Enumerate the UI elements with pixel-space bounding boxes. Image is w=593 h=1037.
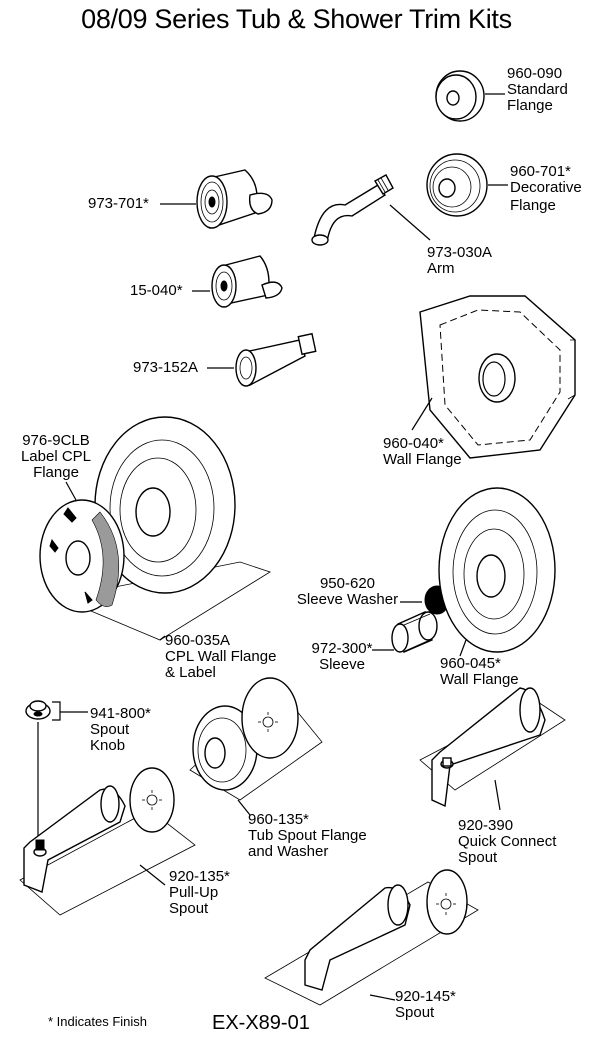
part-description: Quick Connect [458,833,557,850]
part-description: Flange [33,464,79,481]
part-description: Knob [90,737,126,754]
part-number: 920-145* [395,988,456,1005]
part-960-135-label: 960-135* Tub Spout Flange and Washer [248,812,367,860]
part-960-701-label: 960-701* Decorative Flange [510,164,582,214]
part-number: 960-035A [165,632,231,649]
part-number: 15-040* [130,282,183,299]
part-number: 973-030A [427,244,493,261]
part-number: 960-701* [510,163,571,180]
part-number: 972-300* [311,640,373,657]
document-code: EX-X89-01 [212,1012,310,1034]
part-description: and Washer [248,843,329,860]
part-number: 960-090 [507,65,563,82]
shower-head-973-152a-drawing [207,332,317,387]
part-description: Flange [507,97,553,114]
part-description: Spout [169,900,209,917]
part-number: 960-040* [383,435,444,452]
part-920-390-label: 920-390 Quick Connect Spout [458,818,556,866]
part-number: 920-135* [169,868,230,885]
spout-knob-drawing [25,700,88,840]
part-number: 960-045* [440,655,501,672]
part-description: Spout [458,849,498,866]
shower-head-973-701-drawing [160,169,273,229]
part-960-035a-label: 960-035A CPL Wall Flange & Label [165,633,276,681]
shower-arm-drawing [311,174,431,246]
part-description: Arm [427,260,455,277]
sleeve-drawing [372,611,438,653]
part-number: 973-152A [133,359,199,376]
part-972-300-label: 972-300* Sleeve [300,641,384,673]
part-description: Spout [395,1004,435,1021]
part-description: Wall Flange [383,451,462,468]
part-description: Pull-Up [169,884,219,901]
part-description: & Label [165,664,216,681]
part-960-090-label: 960-090 Standard Flange [507,66,568,114]
part-920-145-label: 920-145* Spout [395,989,456,1021]
quick-connect-spout-drawing [419,687,566,811]
decorative-flange-drawing [426,153,508,217]
part-960-045-label: 960-045* Wall Flange [440,656,519,688]
spout-920-145-drawing [264,869,479,1006]
part-number: 960-135* [248,811,309,828]
part-description: Sleeve [319,656,365,673]
part-description: Tub Spout Flange [248,827,367,844]
part-description: Flange [510,197,556,214]
part-description: Decorative [510,179,582,196]
part-description: Standard [507,81,568,98]
part-976-9clb-label: 976-9CLB Label CPL Flange [2,433,110,481]
finish-footnote: * Indicates Finish [48,1014,147,1029]
part-15-040-label: 15-040* [130,283,183,299]
part-description: Label CPL [20,448,92,465]
tub-spout-flange-drawing [189,677,323,816]
part-960-040-label: 960-040* Wall Flange [383,436,462,468]
part-number: 920-390 [458,817,514,834]
part-description: Sleeve Washer [296,591,399,608]
pull-up-spout-drawing [19,767,196,916]
part-number: 973-701* [88,195,149,212]
part-description: Wall Flange [440,671,519,688]
part-description: CPL Wall Flange [165,648,277,665]
shower-head-15-040-drawing [192,255,283,308]
octagon-wall-flange-drawing [411,295,576,459]
part-number: 941-800* [90,705,151,722]
label-flange-drawing [39,481,125,613]
part-973-152a-label: 973-152A [133,360,198,376]
part-920-135-label: 920-135* Pull-Up Spout [169,869,230,917]
part-941-800-label: 941-800* Spout Knob [90,706,151,754]
wall-flange-960-045-drawing [438,487,556,657]
cpl-wall-flange-drawing [58,416,271,641]
diagram-title: 08/09 Series Tub & Shower Trim Kits [81,4,512,34]
part-description: Spout [90,721,130,738]
standard-flange-drawing [435,70,505,122]
part-973-701-label: 973-701* [88,196,149,212]
part-number: 976-9CLB [22,432,90,449]
part-973-030a-label: 973-030A Arm [427,245,492,277]
part-950-620-label: 950-620 Sleeve Washer [290,576,405,608]
part-number: 950-620 [319,575,376,592]
